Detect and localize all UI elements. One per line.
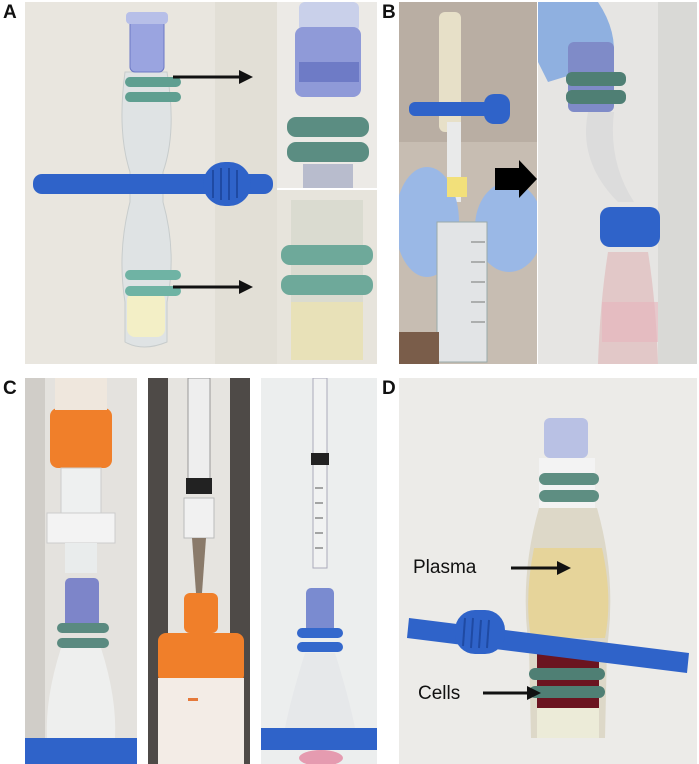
panel-b-left-photo [399, 2, 537, 364]
panel-c-photo-3 [261, 378, 377, 764]
panel-d-photo [399, 378, 697, 764]
panel-a-main-photo [25, 2, 277, 364]
panel-label-a: A [3, 2, 17, 23]
panel-c-photo-1 [25, 378, 137, 764]
panel-label-d: D [382, 378, 396, 399]
cells-label: Cells [418, 683, 461, 704]
panel-b-right-photo [538, 2, 697, 364]
panel-a-zoom-bottom-photo [277, 190, 377, 364]
panel-a-zoom-top-photo [277, 2, 377, 188]
panel-label-c: C [3, 378, 17, 399]
panel-c-photo-2 [148, 378, 250, 764]
panel-label-b: B [382, 2, 396, 23]
plasma-label: Plasma [413, 557, 477, 578]
